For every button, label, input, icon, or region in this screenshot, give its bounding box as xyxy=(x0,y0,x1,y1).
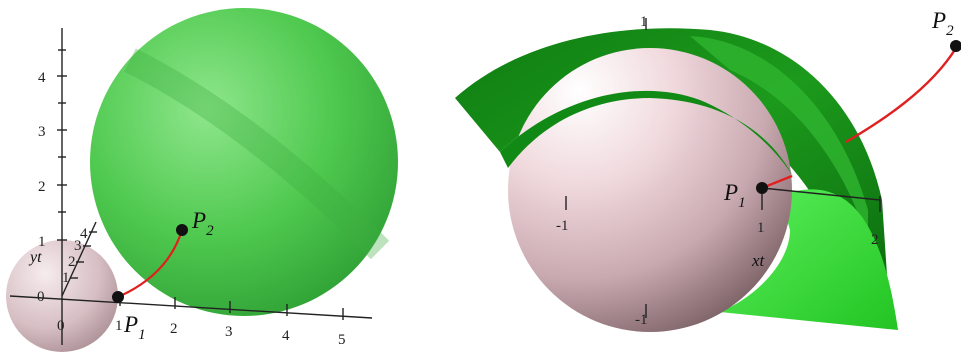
green-surface-rim xyxy=(500,90,795,180)
point-p2-marker xyxy=(176,224,188,236)
axis-tick-label: 1 xyxy=(640,14,648,30)
point-p2-marker xyxy=(950,40,961,52)
z-tick-label: 2 xyxy=(38,179,46,195)
x-axis-label: xt xyxy=(751,251,766,270)
x-tick-label: 0 xyxy=(57,318,65,334)
y-tick-label: 1 xyxy=(62,270,70,286)
path-curve xyxy=(117,229,184,299)
point-p1-marker xyxy=(112,291,124,303)
z-tick-label: 4 xyxy=(38,70,46,86)
x-tick-label: 1 xyxy=(115,318,123,334)
axis-tick-label: -1 xyxy=(635,312,648,328)
axis-tick-label: 1 xyxy=(757,220,765,236)
left-axes xyxy=(9,28,373,345)
x-tick-label: 5 xyxy=(338,332,346,348)
path-curve-far xyxy=(845,47,958,144)
x-axis-line xyxy=(761,187,881,201)
left-panel: 1 2 3 4 0 1 2 3 4 5 0 1 2 3 4 yt P1 P2 xyxy=(6,8,398,352)
green-surface-band xyxy=(690,36,868,240)
y-tick-label: 4 xyxy=(80,226,88,242)
large-pink-sphere xyxy=(508,48,792,332)
y-axis-label: yt xyxy=(28,249,42,266)
z-tick-label: 3 xyxy=(38,124,46,140)
green-sphere-shading xyxy=(124,48,390,260)
x-tick-label: 2 xyxy=(170,321,178,337)
axis-tick-label: -1 xyxy=(556,218,569,234)
point-p1-label: P1 xyxy=(123,312,146,343)
point-p1-marker xyxy=(756,182,768,194)
right-panel: 1 -1 1 2 -1 xt P1 P2 xyxy=(455,8,961,332)
x-tick-label: 4 xyxy=(282,328,290,344)
axis-tick-label: 2 xyxy=(871,232,879,248)
y-tick-label: 2 xyxy=(68,254,76,270)
large-green-sphere xyxy=(90,8,398,316)
x-axis-line xyxy=(9,295,373,319)
point-p2-label: P2 xyxy=(191,208,214,239)
x-tick-label: 3 xyxy=(225,324,233,340)
green-surface-lower xyxy=(720,189,898,330)
right-axes xyxy=(565,18,881,318)
point-p1-label: P1 xyxy=(723,180,746,211)
y-axis-line xyxy=(61,221,97,297)
point-p2-label: P2 xyxy=(931,8,954,39)
y-tick-label: 0 xyxy=(37,289,45,305)
z-tick-label: 1 xyxy=(38,234,46,250)
y-tick-label: 3 xyxy=(74,238,82,254)
